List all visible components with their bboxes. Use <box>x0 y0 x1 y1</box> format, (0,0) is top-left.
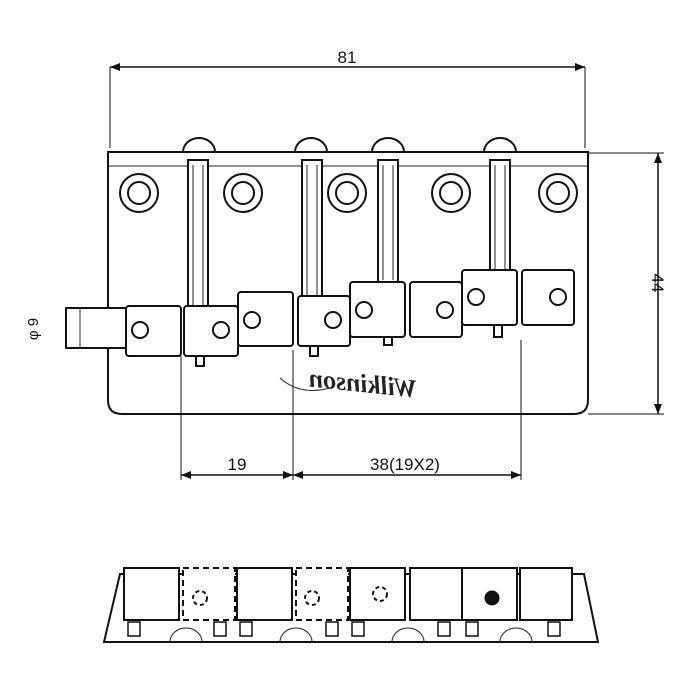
saddle <box>237 291 351 357</box>
top-bump <box>181 137 217 153</box>
top-bump <box>370 137 406 153</box>
dimension-width: 81 <box>109 48 586 148</box>
bridge-front-view <box>102 567 600 643</box>
saddle <box>125 305 239 367</box>
dimension-height: 44 <box>588 152 667 415</box>
string-slot <box>301 159 323 301</box>
dimension-spacing: 19 38(19X2) <box>180 340 522 480</box>
mounting-hole <box>119 173 159 213</box>
mounting-hole <box>538 173 578 213</box>
spacing-19-label: 19 <box>228 455 247 474</box>
bridge-top-view: φ 9 Wilkinson <box>25 137 589 415</box>
string-slot <box>377 159 399 286</box>
saddle <box>349 281 463 346</box>
mounting-hole <box>327 173 367 213</box>
front-saddle <box>461 567 573 621</box>
height-screw <box>65 307 127 349</box>
front-saddle <box>236 567 349 621</box>
dimension-height-label: 44 <box>648 274 667 293</box>
spacing-38-label: 38(19X2) <box>370 455 440 474</box>
front-height-screws <box>127 621 561 637</box>
front-saddle <box>349 567 463 621</box>
top-bump <box>293 137 329 153</box>
string-slot <box>187 159 209 311</box>
mounting-hole <box>431 173 471 213</box>
front-saddle <box>123 567 236 621</box>
screw-diameter-label: φ 9 <box>25 318 42 340</box>
mounting-hole <box>223 173 263 213</box>
string-slot <box>489 159 511 276</box>
top-bump <box>482 137 518 153</box>
saddle <box>461 269 575 338</box>
dimension-width-label: 81 <box>338 48 357 67</box>
